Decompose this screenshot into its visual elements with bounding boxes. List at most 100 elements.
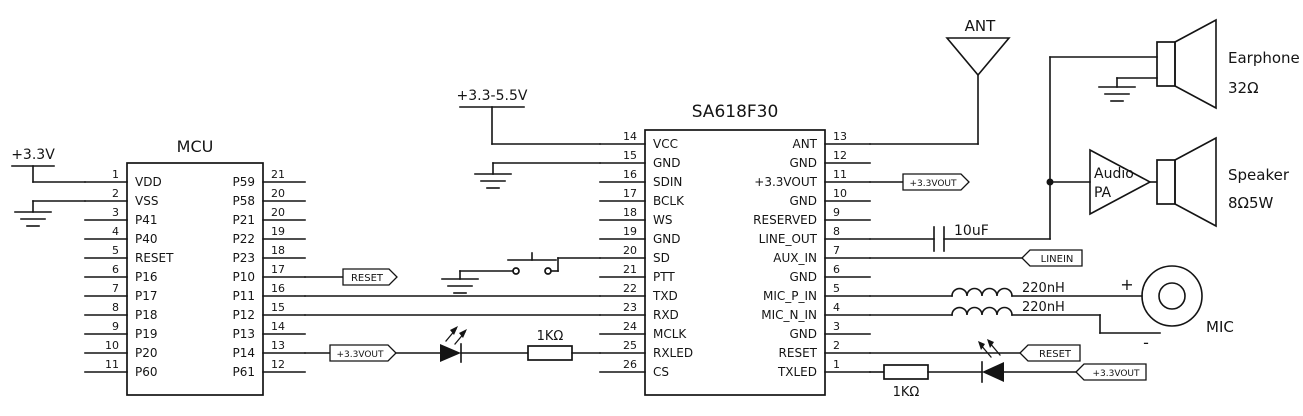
flag-label: +3.3VOUT bbox=[336, 350, 384, 360]
speaker-horn bbox=[1174, 136, 1217, 228]
ground-symbol-earphone bbox=[1098, 77, 1136, 102]
antenna: ANT bbox=[869, 17, 1011, 145]
led-arrow-head bbox=[978, 341, 985, 350]
pin-name: P61 bbox=[232, 365, 255, 379]
pin-number: 13 bbox=[271, 339, 285, 352]
pin-name: TXD bbox=[652, 289, 678, 303]
pin-name: CS bbox=[653, 365, 669, 379]
mic-outer-circle bbox=[1141, 265, 1203, 327]
flag-shape bbox=[1075, 363, 1147, 381]
linein-flag: LINEIN bbox=[869, 249, 1083, 267]
inductor-coil bbox=[951, 287, 1013, 297]
pin-number: 26 bbox=[623, 358, 637, 371]
pin-name: VCC bbox=[653, 137, 678, 151]
pin-number: 1 bbox=[112, 168, 119, 181]
speaker-label: Speaker bbox=[1228, 166, 1290, 184]
pin-name: P59 bbox=[232, 175, 255, 189]
pin-number: 20 bbox=[271, 206, 285, 219]
pin-name: BCLK bbox=[653, 194, 685, 208]
flag-label: RESET bbox=[1039, 349, 1072, 360]
pin-number: 15 bbox=[271, 301, 285, 314]
inductor-label: 220nH bbox=[1022, 281, 1065, 296]
pin-name: +3.3VOUT bbox=[754, 175, 817, 189]
pin-name: P19 bbox=[135, 327, 158, 341]
pin-number: 20 bbox=[623, 244, 637, 257]
flag-label: LINEIN bbox=[1041, 254, 1074, 265]
pin-name: RESET bbox=[135, 251, 174, 265]
pin-number: 8 bbox=[112, 301, 119, 314]
audio-pa-label-2: PA bbox=[1094, 185, 1112, 201]
pin-number: 16 bbox=[271, 282, 285, 295]
pin-name: LINE_OUT bbox=[759, 232, 818, 246]
pin-number: 10 bbox=[833, 187, 847, 200]
pin-number: 1 bbox=[833, 358, 840, 371]
pin-name: VDD bbox=[135, 175, 162, 189]
resistor-rx bbox=[527, 345, 573, 361]
flag-shape bbox=[329, 344, 397, 362]
pin-number: 7 bbox=[112, 282, 119, 295]
pin-number: 2 bbox=[112, 187, 119, 200]
txled-chain: 1KΩ +3.3VOUT bbox=[869, 339, 1147, 400]
antenna-label: ANT bbox=[965, 17, 996, 35]
led-arrow-head bbox=[450, 326, 458, 335]
pin-number: 3 bbox=[112, 206, 119, 219]
reset-flag-module: RESET bbox=[869, 344, 1081, 362]
cap-label: 10uF bbox=[954, 223, 989, 239]
mcu-pin-group: 1VDD2VSS3P414P405RESET6P167P178P189P1910… bbox=[84, 168, 306, 379]
flag-label: RESET bbox=[351, 273, 384, 284]
flag-shape bbox=[1019, 344, 1081, 362]
mic-plus-label: + bbox=[1120, 275, 1133, 294]
pin-name: P58 bbox=[232, 194, 255, 208]
pin-number: 4 bbox=[112, 225, 119, 238]
speaker-symbol: Speaker 8Ω5W bbox=[1156, 136, 1290, 228]
pin-number: 12 bbox=[271, 358, 285, 371]
pin-number: 23 bbox=[623, 301, 637, 314]
pin-name: P11 bbox=[232, 289, 255, 303]
pin-name: P10 bbox=[232, 270, 255, 284]
pin-number: 7 bbox=[833, 244, 840, 257]
pin-number: 3 bbox=[833, 320, 840, 333]
pin-number: 15 bbox=[623, 149, 637, 162]
pin-number: 5 bbox=[112, 244, 119, 257]
mic-label: MIC bbox=[1206, 318, 1234, 336]
pin-name: RXD bbox=[653, 308, 679, 322]
ground-symbol-button bbox=[441, 270, 479, 294]
pin-name: WS bbox=[653, 213, 672, 227]
earphone-horn bbox=[1174, 18, 1217, 110]
mcu-title: MCU bbox=[177, 137, 214, 156]
pin-name: P20 bbox=[135, 346, 158, 360]
pin-name: GND bbox=[653, 232, 681, 246]
mic-minus-label: - bbox=[1143, 333, 1149, 352]
push-button bbox=[459, 252, 601, 275]
power-3v3-label: +3.3V bbox=[11, 147, 55, 163]
pin-number: 18 bbox=[271, 244, 285, 257]
mic-n-line: 220nH - bbox=[869, 300, 1161, 352]
led-tx bbox=[978, 339, 1004, 383]
pin-name: P40 bbox=[135, 232, 158, 246]
pin-number: 2 bbox=[833, 339, 840, 352]
button-contact bbox=[544, 267, 552, 275]
ground-symbol-module bbox=[474, 162, 601, 189]
resistor-tx-label: 1KΩ bbox=[893, 385, 920, 400]
flag-label: +3.3VOUT bbox=[1092, 369, 1140, 379]
pin-name: SDIN bbox=[653, 175, 682, 189]
module-body bbox=[644, 129, 826, 396]
audio-pa: Audio PA bbox=[1089, 148, 1158, 216]
pin-name: P60 bbox=[135, 365, 158, 379]
led-triangle bbox=[982, 362, 1004, 382]
pin-number: 20 bbox=[271, 187, 285, 200]
pin-name: GND bbox=[789, 270, 817, 284]
flag-shape bbox=[342, 268, 398, 286]
pin-number: 13 bbox=[833, 130, 847, 143]
module-pin-group: 14VCC15GND16SDIN17BCLK18WS19GND20SD21PTT… bbox=[599, 130, 871, 379]
pin-name: AUX_IN bbox=[773, 251, 817, 265]
pin-number: 6 bbox=[833, 263, 840, 276]
pin-name: P12 bbox=[232, 308, 255, 322]
flag-shape bbox=[902, 173, 970, 191]
led-arrow-head bbox=[987, 339, 994, 348]
pin-number: 21 bbox=[271, 168, 285, 181]
pin-number: 25 bbox=[623, 339, 637, 352]
inductor-label: 220nH bbox=[1022, 300, 1065, 315]
module-chip: SA618F30 bbox=[644, 102, 826, 396]
